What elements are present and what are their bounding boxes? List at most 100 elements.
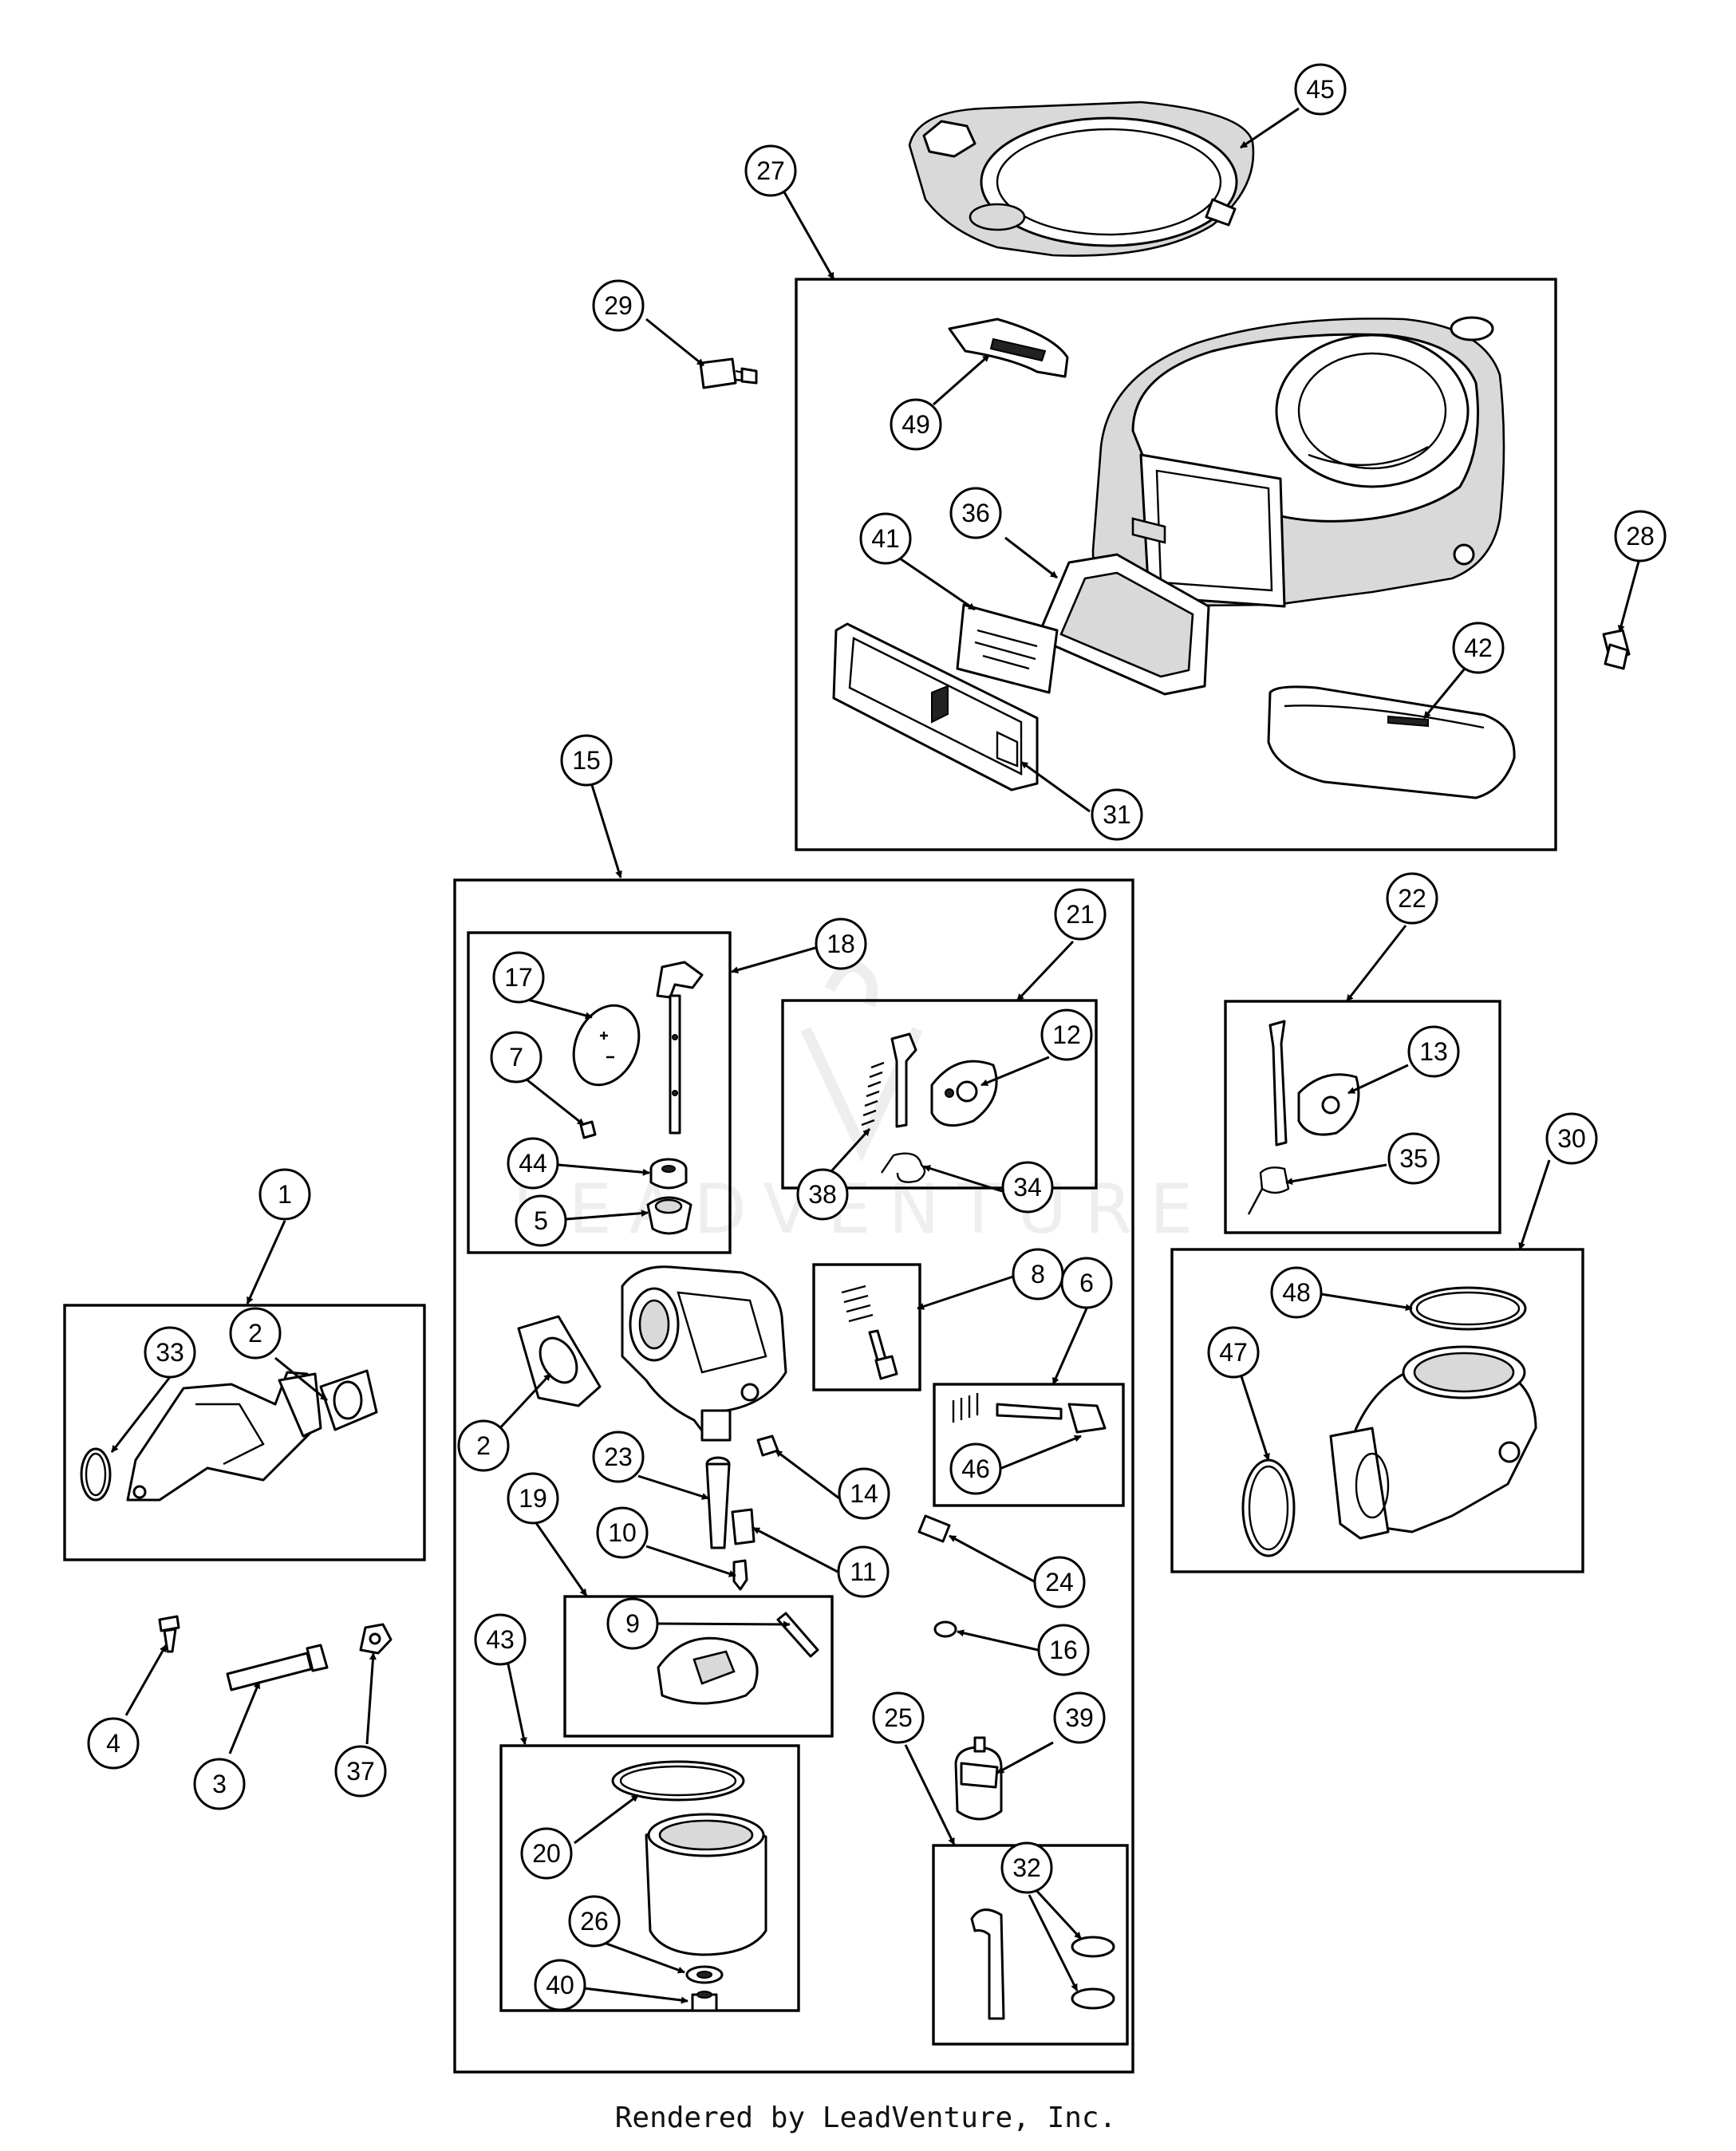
callout-18[interactable]: 18 <box>815 918 867 970</box>
leader-14 <box>775 1449 840 1500</box>
callout-41[interactable]: 41 <box>859 512 912 565</box>
leader-3 <box>228 1681 261 1754</box>
part-18-choke-shaft <box>656 961 704 1135</box>
callout-11[interactable]: 11 <box>837 1545 890 1598</box>
callout-22-label: 22 <box>1398 884 1426 913</box>
callout-25[interactable]: 25 <box>872 1691 925 1744</box>
part-32-clamps <box>1071 1936 1115 2010</box>
part-7-screw <box>579 1120 597 1139</box>
leader-19 <box>533 1520 588 1596</box>
callout-40[interactable]: 40 <box>534 1959 586 2011</box>
callout-25-label: 25 <box>884 1703 913 1732</box>
part-22-governor-lever <box>1268 1020 1288 1147</box>
leader-32a <box>1032 1885 1083 1940</box>
callout-26[interactable]: 26 <box>568 1895 621 1948</box>
box-30-intake-elbow <box>1170 1248 1584 1573</box>
box-1-intake-manifold <box>63 1304 426 1561</box>
callout-17-label: 17 <box>504 963 533 992</box>
callout-1[interactable]: 1 <box>258 1168 311 1221</box>
callout-49-label: 49 <box>902 410 930 439</box>
callout-37[interactable]: 37 <box>334 1745 387 1798</box>
part-41-decal <box>956 603 1059 694</box>
callout-48[interactable]: 48 <box>1270 1266 1323 1319</box>
box-18-choke-shaft-kit <box>467 931 732 1254</box>
part-39-solenoid <box>954 1736 1003 1821</box>
callout-36[interactable]: 36 <box>949 487 1002 539</box>
callout-12-label: 12 <box>1052 1020 1081 1049</box>
leader-20 <box>574 1794 639 1845</box>
leader-23 <box>637 1474 709 1500</box>
callout-19-label: 19 <box>519 1484 547 1513</box>
part-46-mixture-screw <box>952 1393 1107 1434</box>
callout-18-label: 18 <box>827 929 855 958</box>
callout-49[interactable]: 49 <box>890 398 942 451</box>
callout-32[interactable]: 32 <box>1000 1841 1053 1894</box>
part-16-seal <box>933 1620 957 1638</box>
leader-39 <box>996 1741 1054 1774</box>
callout-23[interactable]: 23 <box>592 1431 645 1483</box>
leader-34 <box>923 1165 1003 1193</box>
callout-2a-label: 2 <box>248 1319 262 1348</box>
callout-39[interactable]: 39 <box>1053 1691 1106 1744</box>
callout-43[interactable]: 43 <box>474 1613 527 1666</box>
callout-9[interactable]: 9 <box>606 1597 659 1650</box>
part-8-idle-screw <box>841 1285 898 1380</box>
callout-30[interactable]: 30 <box>1545 1112 1598 1165</box>
callout-46[interactable]: 46 <box>949 1443 1002 1495</box>
callout-33[interactable]: 33 <box>144 1326 196 1379</box>
callout-24[interactable]: 24 <box>1033 1556 1086 1608</box>
callout-45-label: 45 <box>1306 75 1335 104</box>
callout-13[interactable]: 13 <box>1407 1025 1460 1078</box>
callout-12[interactable]: 12 <box>1040 1008 1093 1061</box>
callout-35[interactable]: 35 <box>1387 1132 1440 1185</box>
callout-20[interactable]: 20 <box>520 1827 573 1880</box>
callout-14[interactable]: 14 <box>838 1467 890 1520</box>
box-8-idle-screw <box>812 1263 921 1391</box>
callout-16-label: 16 <box>1049 1636 1078 1664</box>
callout-19[interactable]: 19 <box>507 1472 559 1525</box>
callout-38[interactable]: 38 <box>796 1168 849 1221</box>
callout-5[interactable]: 5 <box>515 1194 567 1247</box>
callout-22[interactable]: 22 <box>1386 872 1438 925</box>
callout-28[interactable]: 28 <box>1614 510 1667 562</box>
callout-3[interactable]: 3 <box>193 1758 246 1810</box>
part-11-tube <box>731 1508 756 1545</box>
callout-41-label: 41 <box>871 524 900 553</box>
callout-45[interactable]: 45 <box>1294 63 1347 116</box>
callout-17[interactable]: 17 <box>492 951 545 1004</box>
callout-21[interactable]: 21 <box>1054 888 1107 941</box>
callout-4[interactable]: 4 <box>87 1717 140 1770</box>
callout-29[interactable]: 29 <box>592 279 645 332</box>
callout-10[interactable]: 10 <box>596 1506 649 1559</box>
leader-36 <box>1004 536 1058 579</box>
callout-6[interactable]: 6 <box>1060 1257 1113 1309</box>
leader-12 <box>980 1056 1050 1087</box>
leader-25 <box>904 1744 956 1845</box>
callout-44[interactable]: 44 <box>507 1137 559 1190</box>
box-43-bowl-kit <box>499 1744 800 2012</box>
callout-1-label: 1 <box>278 1180 292 1209</box>
callout-15[interactable]: 15 <box>560 734 613 787</box>
part-29-screw <box>699 357 758 389</box>
callout-27[interactable]: 27 <box>744 144 797 197</box>
callout-7[interactable]: 7 <box>490 1031 542 1083</box>
callout-3-label: 3 <box>212 1770 227 1798</box>
leader-38 <box>830 1127 871 1173</box>
callout-32-label: 32 <box>1012 1853 1041 1882</box>
part-2-gasket-center <box>517 1315 602 1407</box>
callout-2b[interactable]: 2 <box>457 1419 510 1472</box>
box-15-carburetor <box>453 878 1134 2074</box>
part-34-spring <box>881 1152 926 1183</box>
leader-27 <box>782 190 835 280</box>
callout-34[interactable]: 34 <box>1001 1161 1054 1214</box>
leader-11 <box>752 1526 838 1573</box>
part-25-fuel-line <box>970 1908 1005 2020</box>
callout-47[interactable]: 47 <box>1207 1326 1260 1379</box>
callout-8[interactable]: 8 <box>1012 1248 1064 1300</box>
callout-31[interactable]: 31 <box>1091 788 1143 841</box>
leader-28 <box>1617 558 1641 633</box>
callout-42[interactable]: 42 <box>1452 622 1505 674</box>
leader-46 <box>999 1435 1082 1470</box>
callout-2a[interactable]: 2 <box>229 1307 282 1360</box>
callout-16[interactable]: 16 <box>1037 1624 1090 1676</box>
